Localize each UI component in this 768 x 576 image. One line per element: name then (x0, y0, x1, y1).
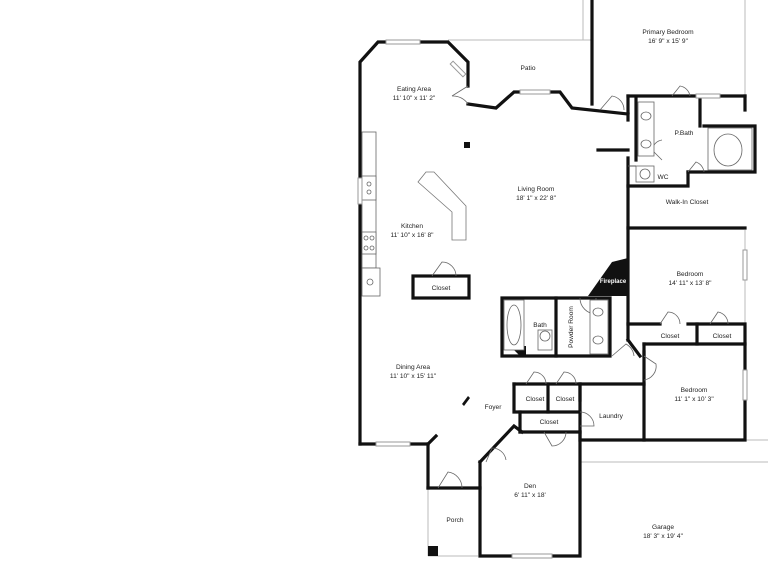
room-dims-garage: 18' 3" x 19' 4" (643, 533, 683, 540)
fireplace-shape (588, 258, 628, 296)
room-name-foyer: Foyer (485, 404, 503, 411)
room-name-kitchen-closet: Closet (432, 285, 451, 292)
room-dims-primary-bedroom: 16' 9" x 15' 9" (648, 38, 688, 45)
room-name-bedroom1-closet-a: Closet (661, 333, 680, 340)
kitchen-counters (361, 131, 381, 297)
room-name-dining-area: Dining Area (396, 364, 430, 371)
room-dims-bedroom-1: 14' 11" x 13' 8" (668, 280, 712, 287)
room-name-garage: Garage (652, 524, 674, 531)
room-name-foyer-closet-a: Closet (526, 396, 545, 403)
room-name-fireplace: Fireplace (600, 279, 627, 285)
windows (357, 39, 748, 559)
room-dims-den: 6' 11" x 18' (514, 492, 546, 499)
room-name-den: Den (524, 483, 536, 490)
room-name-wc: WC (658, 174, 669, 181)
room-name-patio: Patio (520, 65, 535, 72)
room-name-primary-bedroom: Primary Bedroom (642, 29, 694, 36)
room-name-eating-area: Eating Area (397, 86, 431, 93)
kitchen-island (417, 171, 467, 241)
room-dims-bedroom-2: 11' 1" x 10' 3" (674, 396, 714, 403)
room-name-bedroom-2: Bedroom (681, 387, 708, 394)
walls (358, 0, 757, 558)
room-name-p-bath: P.Bath (675, 130, 694, 137)
bath-fixtures (503, 101, 753, 355)
room-name-bedroom-1: Bedroom (677, 271, 704, 278)
room-dims-eating-area: 11' 10" x 11' 2" (393, 95, 436, 102)
room-name-kitchen: Kitchen (401, 223, 423, 230)
room-name-foyer-closet-b: Closet (556, 396, 575, 403)
room-name-powder-room: Powder Room (568, 306, 575, 348)
room-dims-kitchen: 11' 10" x 16' 8" (390, 232, 434, 239)
room-name-bedroom1-closet-b: Closet (713, 333, 732, 340)
room-name-living-room: Living Room (518, 186, 555, 193)
room-dims-living-room: 18' 1" x 22' 8" (516, 195, 556, 202)
room-labels: Primary Bedroom 16' 9" x 15' 9" Eating A… (390, 29, 732, 540)
room-name-porch: Porch (446, 517, 464, 524)
room-name-laundry: Laundry (599, 413, 624, 420)
room-name-walk-in-closet: Walk-In Closet (666, 199, 709, 206)
room-name-den-closet: Closet (540, 419, 559, 426)
room-name-bath: Bath (533, 322, 547, 329)
room-dims-dining-area: 11' 10" x 15' 11" (390, 373, 437, 380)
